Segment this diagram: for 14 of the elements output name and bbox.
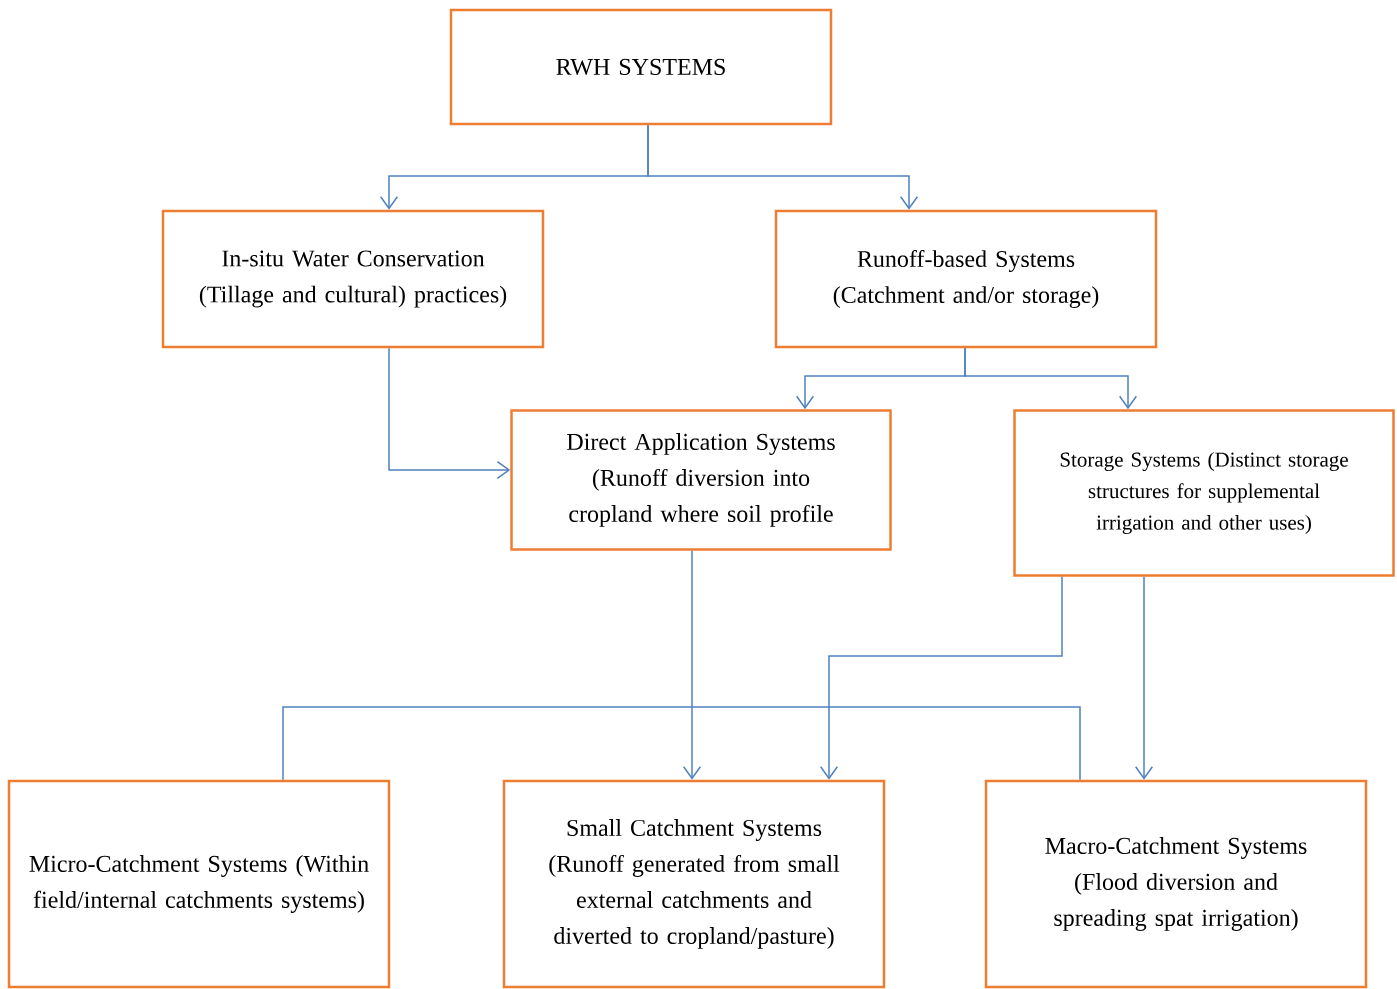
process-box: Micro-Catchment Systems (Within field/internal catchments systems) — [7, 779, 391, 989]
arrow — [647, 124, 919, 210]
arrow — [964, 347, 1138, 410]
process-box: Storage Systems (Distinct storage structures for supplemental irrigation and other uses) — [1013, 409, 1395, 577]
process-box: RWH SYSTEMS — [449, 8, 833, 126]
process-box: Runoff-based Systems (Catchment and/or storage) — [774, 209, 1158, 349]
process-box: Macro-Catchment Systems (Flood diversion and spreading spat irrigation) — [984, 779, 1368, 989]
process-box: Direct Application Systems (Runoff diversion into cropland where soil profile — [510, 409, 892, 551]
arrow — [682, 550, 702, 780]
arrow — [819, 576, 1063, 780]
process-box: In-situ Water Conservation (Tillage and cultural) practices) — [161, 209, 545, 349]
arrow — [1134, 576, 1154, 780]
arrow — [388, 347, 511, 480]
process-box: Small Catchment Systems (Runoff generated from small external catchments and diverted to cropland/pasture) — [502, 779, 886, 989]
